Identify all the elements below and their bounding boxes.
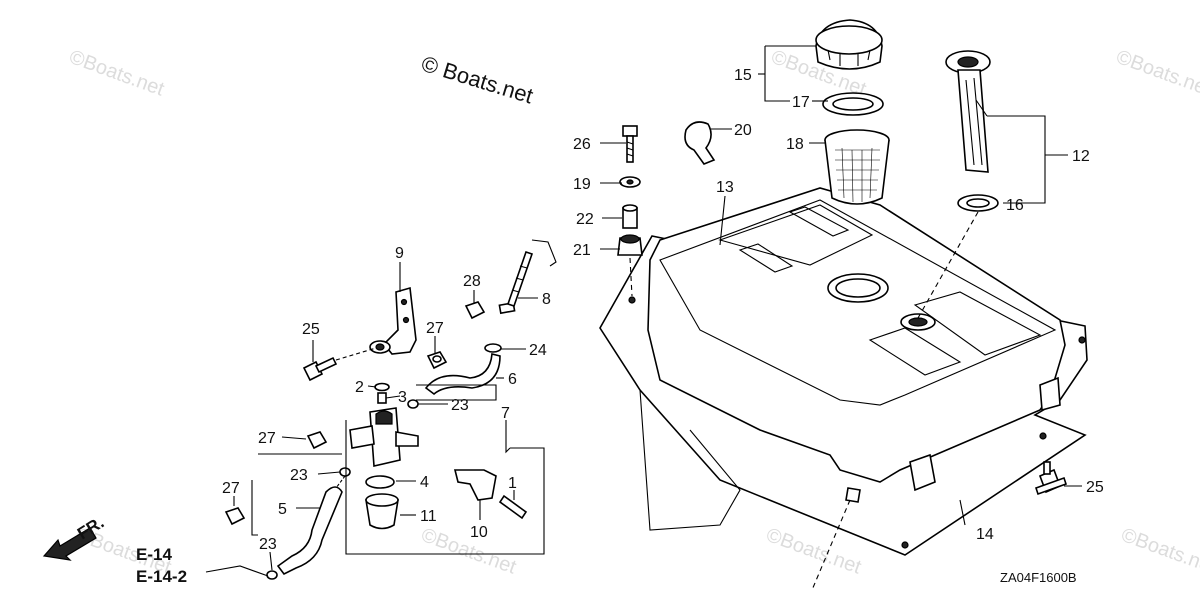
callout-8: 8 <box>542 291 551 308</box>
strainer-mesh <box>835 147 880 203</box>
callout-18: 18 <box>786 136 804 153</box>
callout-24: 24 <box>529 342 547 359</box>
callout-7: 7 <box>501 405 510 422</box>
callout-14: 14 <box>976 526 994 543</box>
callout-28: 28 <box>463 273 481 290</box>
callout-4: 4 <box>420 474 429 491</box>
callout-27: 27 <box>222 480 240 497</box>
callout-6: 6 <box>508 371 517 388</box>
callout-20: 20 <box>734 122 752 139</box>
callout-1: 1 <box>508 475 517 492</box>
callout-23: 23 <box>451 397 469 414</box>
callout-21: 21 <box>573 242 591 259</box>
callout-23: 23 <box>259 536 277 553</box>
callout-15: 15 <box>734 67 752 84</box>
callout-25: 25 <box>302 321 320 338</box>
callout-22: 22 <box>576 211 594 228</box>
fuel-gauge-assembly <box>917 50 999 319</box>
filler-cap-assembly <box>815 19 890 205</box>
callout-5: 5 <box>278 501 287 518</box>
watermark: ©Boats.net <box>1113 46 1200 101</box>
tank-mount-hardware <box>617 125 643 297</box>
callout-26: 26 <box>573 136 591 153</box>
callout-25: 25 <box>1086 479 1104 496</box>
diagram-code: ZA04F1600B <box>1000 570 1077 585</box>
watermark: ©Boats.net <box>418 524 519 579</box>
fuel-tank <box>599 187 1088 591</box>
ref-e-14: E-14 <box>136 545 172 564</box>
callout-11: 11 <box>420 508 437 525</box>
callout-17: 17 <box>792 94 810 111</box>
callout-19: 19 <box>573 176 591 193</box>
callout-labels: 15 17 18 20 12 16 13 26 19 22 21 8 9 28 … <box>222 67 1104 553</box>
ref-e-14-2: E-14-2 <box>136 567 187 586</box>
part-20-clip <box>684 121 716 165</box>
callout-27: 27 <box>258 430 276 447</box>
callout-16: 16 <box>1006 197 1024 214</box>
part-25-bolt-right <box>1034 461 1068 496</box>
watermark: ©Boats.net <box>1118 524 1200 579</box>
callout-3: 3 <box>398 389 407 406</box>
callout-leaders <box>233 45 1082 571</box>
callout-2: 2 <box>355 379 364 396</box>
callout-23: 23 <box>290 467 308 484</box>
callout-27: 27 <box>426 320 444 337</box>
grouping-boxes <box>251 384 545 555</box>
callout-9: 9 <box>395 245 404 262</box>
watermark: ©Boats.net <box>66 46 167 101</box>
copyright-text: © Boats.net <box>419 51 537 109</box>
callout-13: 13 <box>716 179 734 196</box>
callout-12: 12 <box>1072 148 1090 165</box>
callout-10: 10 <box>470 524 488 541</box>
